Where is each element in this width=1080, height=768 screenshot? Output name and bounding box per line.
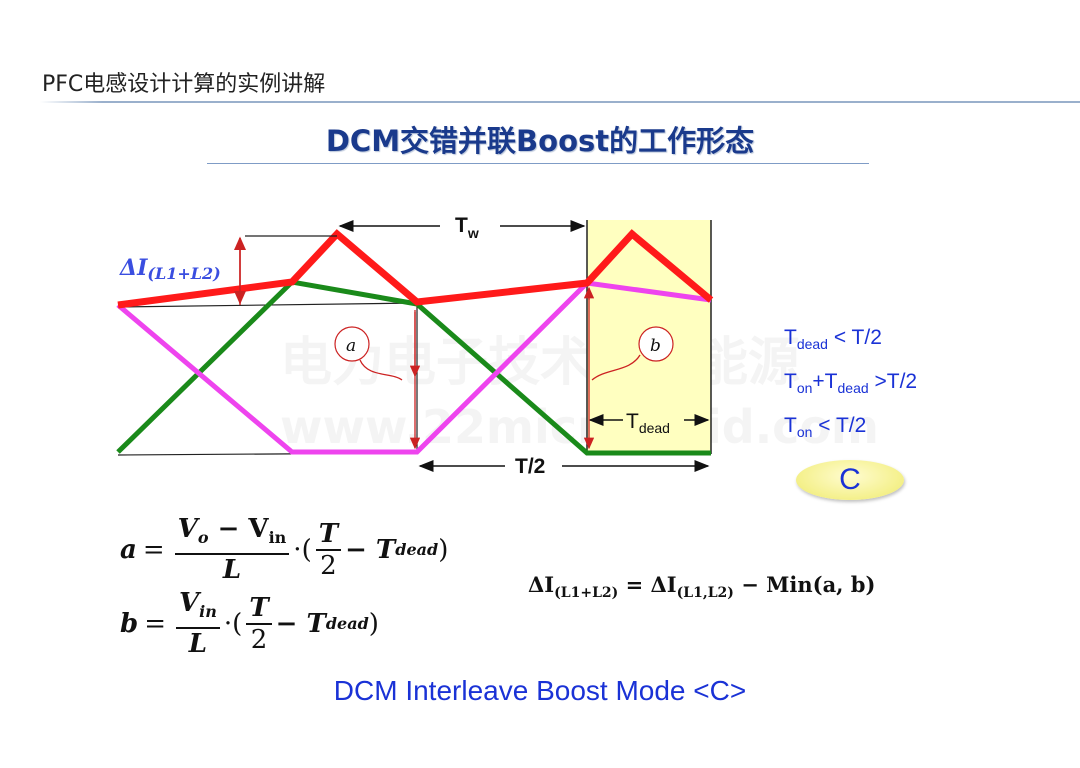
formula-a-half: T 2 <box>315 519 342 581</box>
header-title: PFC电感设计计算的实例讲解 <box>42 72 326 97</box>
formula-b-fraction: Vin L <box>175 588 220 659</box>
tdead-label: Tdead <box>626 410 670 436</box>
sum-current-waveform <box>117 229 714 309</box>
callout-a-leader <box>359 359 403 381</box>
callout-a-label: a <box>346 336 356 356</box>
condition-ton: Ton < T/2 <box>784 414 867 441</box>
delta-label: ΔI(L1+L2) <box>119 255 221 283</box>
mode-badge: C <box>796 460 904 500</box>
tw-label: Tw <box>455 214 479 241</box>
half-period-label: T/2 <box>515 455 545 478</box>
title-divider <box>207 163 869 164</box>
callout-b-leader <box>591 354 641 381</box>
header-divider <box>40 101 1080 103</box>
formula-b-half: T 2 <box>246 593 272 655</box>
condition-ton-plus-tdead: Ton+Tdead >T/2 <box>784 370 918 397</box>
footer-caption: DCM Interleave Boost Mode <C> <box>333 675 747 706</box>
callout-b-label: b <box>650 336 661 356</box>
slide-title: DCM交错并联Boost的工作形态 <box>325 124 755 158</box>
formula-delta: ΔI(L1+L2) = ΔI(L1,L2) − Min(a, b) <box>528 572 876 602</box>
formula-a-fraction: Vo − Vin L <box>174 514 290 585</box>
phase2-current-waveform <box>116 280 712 455</box>
condition-tdead: Tdead < T/2 <box>784 326 882 353</box>
callout-b-circle <box>638 326 674 362</box>
callout-a-circle <box>334 326 370 362</box>
